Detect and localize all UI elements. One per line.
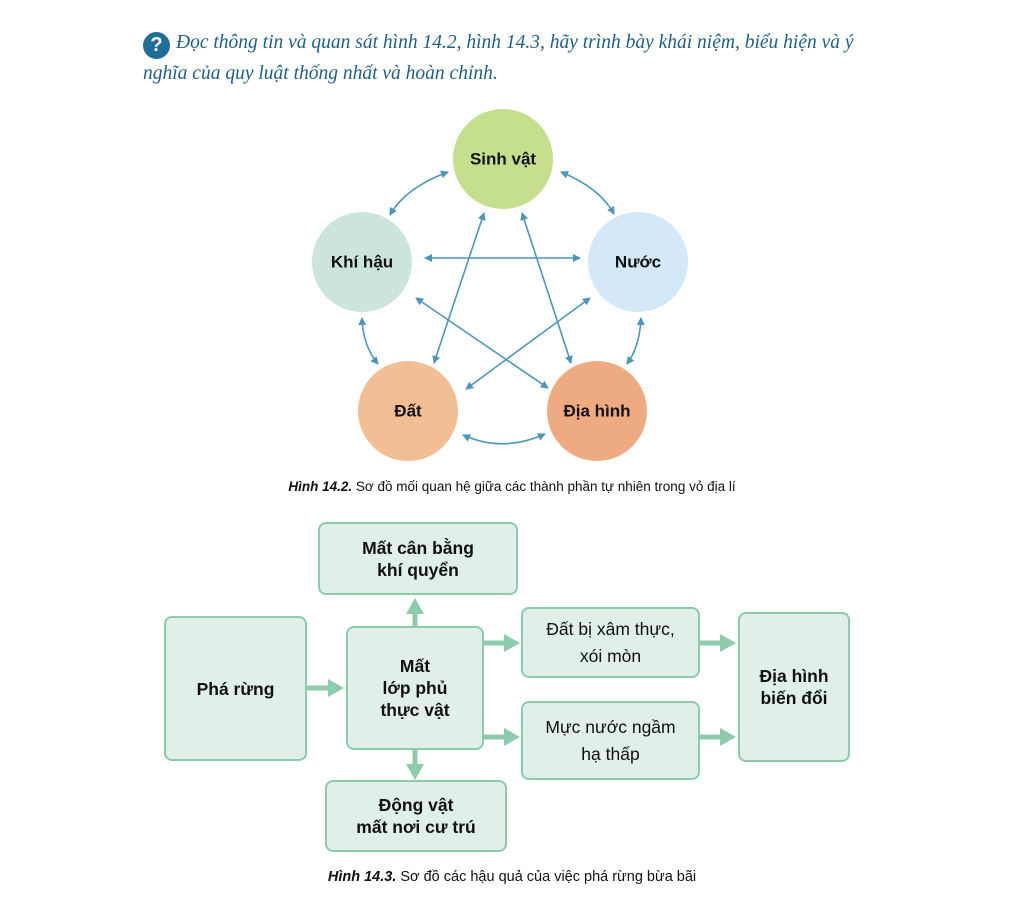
box-dong-vat-mat-noi-cu-tru: Động vật mất nơi cư trú	[325, 780, 507, 852]
figure-14-2-caption: Hình 14.2. Sơ đồ mối quan hệ giữa các th…	[0, 479, 1024, 494]
caption-number: Hình 14.2.	[288, 479, 353, 494]
arrow-khihau-dat	[358, 317, 379, 365]
box-label: Địa hình biến đổi	[759, 666, 829, 708]
arrow-sinhvat-diahinh	[520, 212, 573, 364]
question-circle-icon: ?	[143, 32, 170, 59]
box-label: Đất bị xâm thực, xói mòn	[546, 618, 675, 666]
label-dia-hinh: Địa hình	[563, 402, 630, 421]
box-label: Mất cân bằng khí quyển	[362, 537, 474, 580]
caption-text: Sơ đồ mối quan hệ giữa các thành phần tự…	[352, 479, 736, 494]
arrow-sinhvat-dat	[432, 212, 486, 364]
figure-14-3-caption: Hình 14.3. Sơ đồ các hậu quả của việc ph…	[0, 869, 1024, 885]
node-khi-hau	[312, 212, 412, 312]
box-dat-bi-xam-thuc: Đất bị xâm thực, xói mòn	[521, 607, 700, 678]
question-text: Đọc thông tin và quan sát hình 14.2, hìn…	[143, 32, 854, 84]
box-label: Mất lớp phủ thực vật	[380, 656, 450, 720]
label-nuoc: Nước	[615, 253, 661, 272]
box-muc-nuoc-ngam: Mực nước ngầm hạ thấp	[521, 701, 700, 780]
arrow-nuoc-diahinh	[626, 317, 645, 365]
label-khi-hau: Khí hậu	[331, 253, 393, 272]
arrow-sinhvat-khihau	[389, 170, 449, 216]
box-pha-rung: Phá rừng	[164, 616, 307, 761]
caption-number: Hình 14.3.	[327, 869, 397, 885]
arrow-sinhvat-nuoc	[560, 170, 615, 215]
arrow-nuoc-dat	[465, 297, 591, 390]
arrow-dat-diahinh	[462, 433, 546, 445]
box-dia-hinh-bien-doi: Địa hình biến đổi	[738, 612, 850, 762]
box-label: Mực nước ngầm hạ thấp	[545, 716, 676, 764]
label-sinh-vat: Sinh vật	[470, 150, 536, 169]
box-label: Động vật mất nơi cư trú	[356, 795, 476, 837]
box-mat-lop-phu-thuc-vat: Mất lớp phủ thực vật	[346, 626, 484, 750]
node-sinh-vat	[453, 109, 553, 209]
box-label: Phá rừng	[196, 678, 275, 699]
relation-arrows	[358, 170, 645, 445]
flow-arrows	[307, 598, 736, 780]
question-paragraph: ?Đọc thông tin và quan sát hình 14.2, hì…	[143, 28, 883, 89]
box-mat-can-bang-khi-quyen: Mất cân bằng khí quyển	[318, 522, 518, 595]
caption-text: Sơ đồ các hậu quả của việc phá rừng bừa …	[396, 869, 697, 885]
node-nuoc	[588, 212, 688, 312]
label-dat: Đất	[394, 402, 422, 421]
